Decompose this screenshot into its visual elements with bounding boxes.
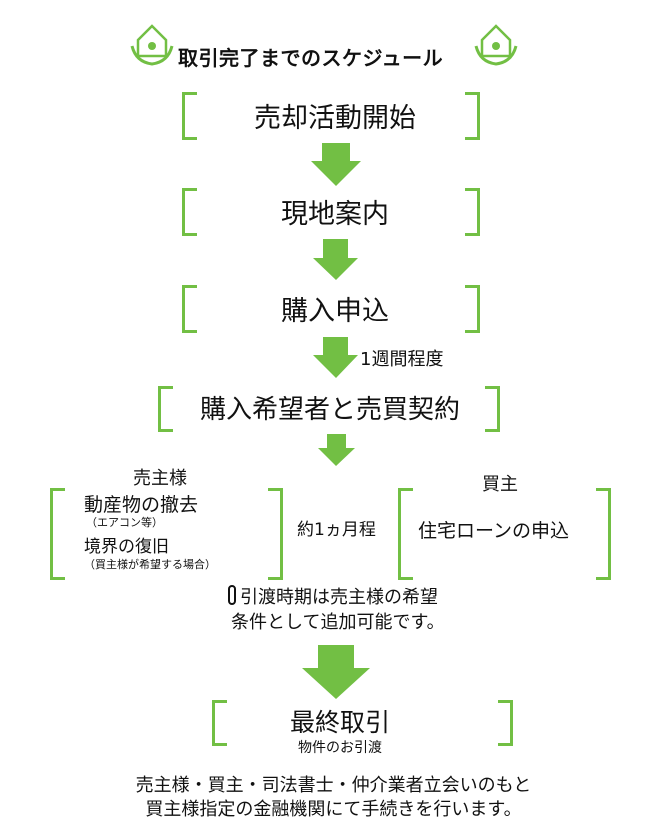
down-arrow-icon: [313, 337, 358, 378]
bracket-left: [182, 188, 197, 236]
footer-line-1: 売主様・買主・司法書士・仲介業者立会いのもと: [135, 775, 532, 796]
seller-task-boundary: 境界の復旧: [84, 537, 169, 557]
seller-task-removal-note: （エアコン等）: [86, 516, 163, 529]
exclamation-icon: [228, 585, 236, 605]
bracket-right: [465, 92, 480, 140]
down-arrow-icon: [302, 645, 370, 699]
notice-line-1: 引渡時期は売主様の希望: [240, 587, 438, 608]
step-sale-start: 売却活動開始: [254, 103, 416, 134]
seller-task-boundary-note: （買主様が希望する場合）: [84, 558, 216, 571]
step-site-tour: 現地案内: [281, 199, 389, 230]
interval-month: 約1ヵ月程: [297, 520, 376, 540]
bracket-left: [50, 488, 65, 580]
bracket-left: [158, 386, 173, 432]
house-hands-icon: [474, 24, 518, 66]
down-arrow-icon: [311, 143, 361, 186]
bracket-left: [182, 285, 197, 333]
bracket-right: [465, 188, 480, 236]
seller-heading: 売主様: [133, 468, 187, 489]
bracket-right: [465, 285, 480, 333]
seller-task-removal: 動産物の撤去: [84, 494, 199, 516]
step-final-transaction: 最終取引: [289, 708, 390, 737]
bracket-left: [212, 700, 227, 746]
down-arrow-icon: [318, 434, 355, 466]
bracket-left: [182, 92, 197, 140]
footer-line-2: 買主様指定の金融機関にて手続きを行います。: [145, 799, 522, 820]
step-final-subtitle: 物件のお引渡: [298, 740, 382, 756]
bracket-right: [485, 386, 500, 432]
buyer-task-loan: 住宅ローンの申込: [418, 520, 570, 542]
house-hands-icon: [130, 24, 174, 66]
bracket-right: [498, 700, 513, 746]
notice-line-2: 条件として追加可能です。: [231, 612, 445, 633]
page-title: 取引完了までのスケジュール: [178, 46, 444, 70]
step-sales-contract: 購入希望者と売買契約: [199, 395, 460, 425]
step-purchase-application: 購入申込: [281, 296, 389, 327]
bracket-right: [596, 488, 611, 580]
buyer-heading: 買主: [482, 474, 518, 495]
bracket-right: [268, 488, 283, 580]
bracket-left: [398, 488, 413, 580]
down-arrow-icon: [313, 239, 358, 280]
interval-week: 1週間程度: [360, 349, 444, 370]
